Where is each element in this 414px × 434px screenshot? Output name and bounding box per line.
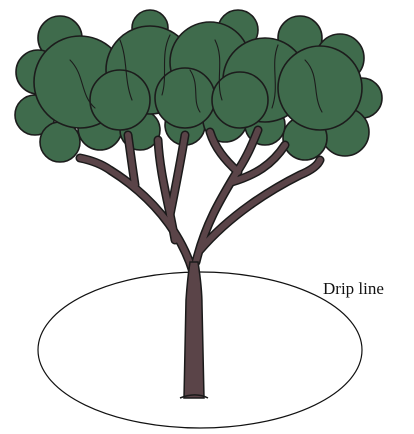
tree-canopy bbox=[15, 10, 382, 162]
tree-trunk bbox=[184, 262, 204, 398]
drip-line-label: Drip line bbox=[323, 280, 384, 297]
